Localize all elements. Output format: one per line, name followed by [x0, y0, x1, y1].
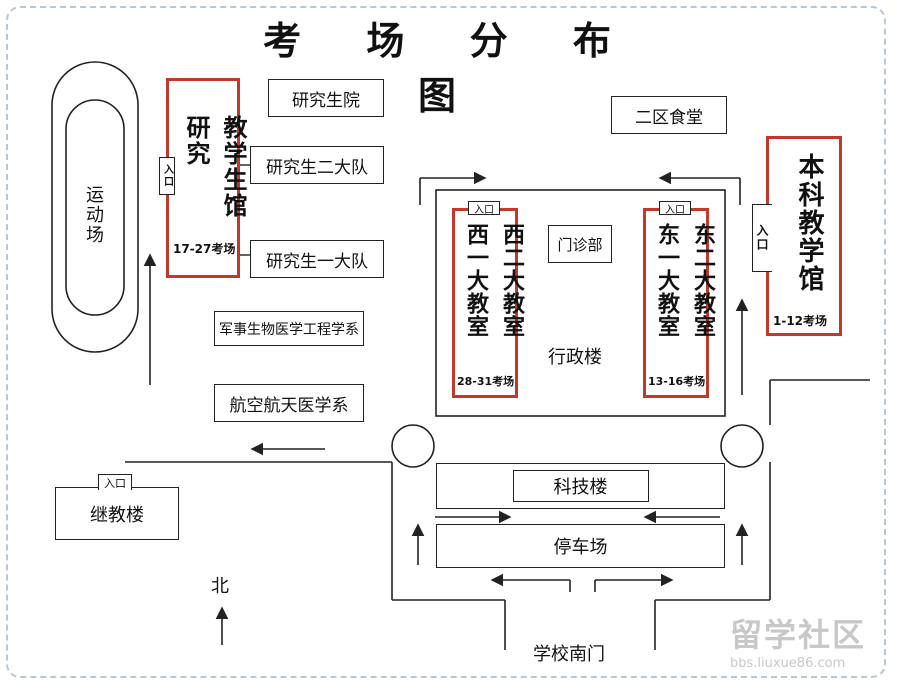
south-gate[interactable]: 学校南门 — [533, 644, 605, 665]
west-classrooms-entry: 入口 — [468, 201, 500, 216]
undergrad-building-entry: 入口 — [752, 204, 772, 272]
continuing-building[interactable]: 继教楼 — [55, 487, 179, 540]
west-classroom-1: 西一大教室 — [463, 223, 488, 338]
undergrad-building-rooms: 1-12考场 — [773, 314, 828, 328]
north-label: 北 — [211, 576, 229, 597]
sports-field-label: 运动场 — [83, 185, 104, 245]
continuing-building-entry: 入口 — [98, 474, 132, 490]
admin-building[interactable]: 行政楼 — [548, 347, 602, 368]
east-classrooms-rooms: 13-16考场 — [648, 375, 706, 388]
east-classrooms[interactable]: 东二大教室 东一大教室 13-16考场 — [643, 208, 715, 398]
grad-building-col2: 教学生馆 — [219, 115, 247, 219]
undergrad-building-name: 本科教学馆 — [794, 153, 824, 293]
tech-building-area: 科技楼 — [436, 463, 725, 509]
track-outer — [51, 61, 139, 353]
undergrad-building[interactable]: 本科教学馆 1-12考场 — [766, 136, 842, 336]
watermark-logo-text: 留学社区 — [730, 616, 867, 654]
west-classrooms[interactable]: 西二大教室 西一大教室 28-31考场 — [452, 208, 524, 398]
aero-dept[interactable]: 航空航天医学系 — [214, 384, 364, 422]
parking[interactable]: 停车场 — [436, 524, 725, 568]
track-inner — [65, 99, 125, 316]
east-classroom-2: 东二大教室 — [690, 223, 715, 338]
roundabout-left — [391, 424, 435, 468]
admin-compound — [435, 189, 726, 417]
grad-team-2[interactable]: 研究生二大队 — [250, 146, 384, 184]
roundabout-right — [720, 424, 764, 468]
grad-building-entry: 入口 — [159, 157, 175, 195]
watermark-url: bbs.liuxue86.com — [730, 656, 846, 671]
east-classroom-1: 东一大教室 — [654, 223, 679, 338]
military-dept[interactable]: 军事生物医学工程学系 — [214, 311, 364, 346]
east-classrooms-entry: 入口 — [659, 201, 691, 216]
grad-building[interactable]: 教学生馆 研究 17-27考场 — [166, 78, 247, 278]
west-classrooms-rooms: 28-31考场 — [457, 375, 515, 388]
grad-school[interactable]: 研究生院 — [268, 79, 384, 117]
tech-building[interactable]: 科技楼 — [512, 470, 649, 502]
map-title: 考 场 分 布 图 — [263, 19, 637, 118]
grad-building-rooms: 17-27考场 — [173, 242, 236, 256]
canteen[interactable]: 二区食堂 — [611, 96, 727, 134]
clinic[interactable]: 门诊部 — [548, 225, 612, 263]
watermark: 留学社区 bbs.liuxue86.com — [730, 610, 890, 680]
grad-building-col1: 研究 — [182, 115, 210, 167]
west-classroom-2: 西二大教室 — [499, 223, 524, 338]
grad-team-1[interactable]: 研究生一大队 — [250, 240, 384, 278]
map-frame — [6, 6, 886, 678]
